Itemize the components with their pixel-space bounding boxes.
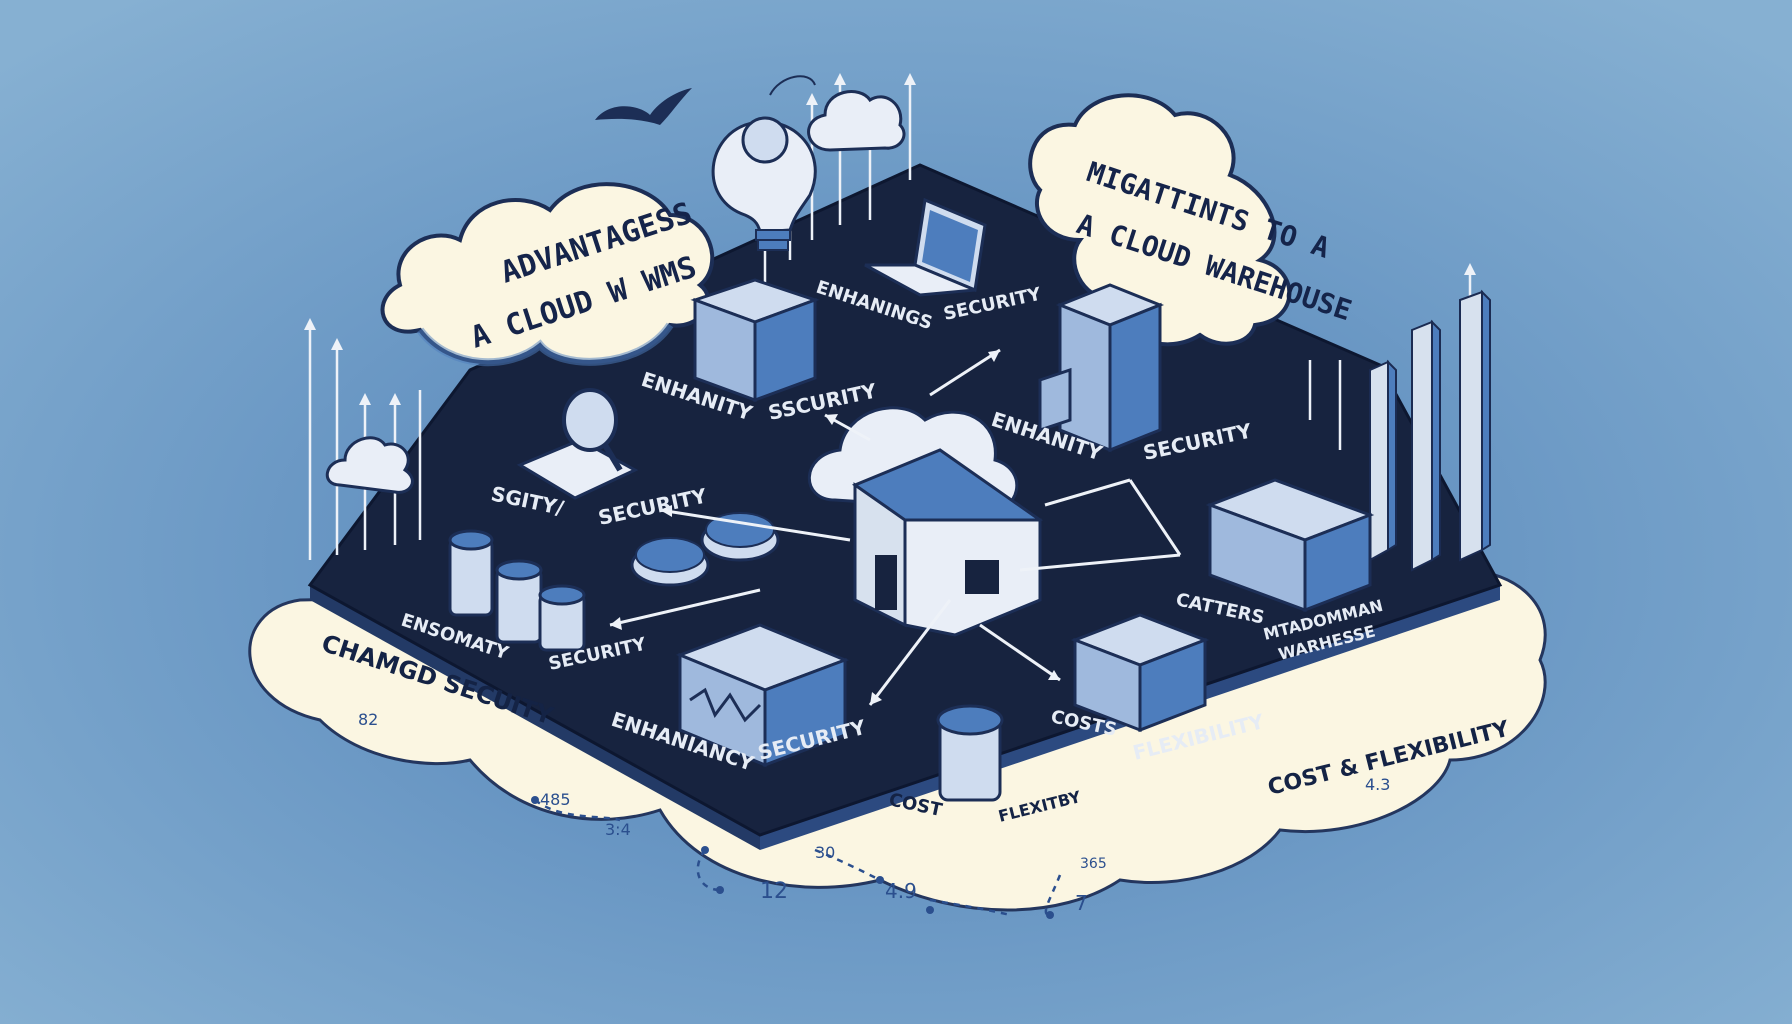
number-49: 4.9 bbox=[885, 879, 917, 903]
lightbulb-icon bbox=[711, 75, 817, 251]
number-43: 4.3 bbox=[1365, 775, 1390, 794]
flow-arrows bbox=[609, 348, 1182, 706]
small-cloud-top bbox=[807, 90, 906, 152]
path-dots bbox=[531, 796, 1054, 919]
title-cloud-right bbox=[1028, 93, 1292, 347]
number-30: 30 bbox=[815, 843, 835, 862]
box-stack-right bbox=[1038, 283, 1165, 453]
coin-stacks-left bbox=[448, 529, 586, 652]
house-icon bbox=[807, 406, 1043, 637]
bar-towers bbox=[1369, 289, 1491, 572]
arrow-heads bbox=[610, 350, 1060, 705]
coin-stack-bottom bbox=[936, 704, 1004, 802]
box-right-mid bbox=[1205, 478, 1375, 613]
small-cloud-left bbox=[325, 436, 414, 494]
title-cloud-left bbox=[380, 182, 715, 367]
box-top-left bbox=[690, 278, 820, 403]
number-82: 82 bbox=[358, 710, 378, 729]
number-12: 12 bbox=[760, 879, 788, 904]
number-485: 485 bbox=[540, 790, 571, 809]
magnifier-icon bbox=[516, 388, 639, 500]
number-365: 365 bbox=[1080, 856, 1107, 872]
number-7: 7 bbox=[1075, 891, 1088, 915]
number-34: 3:4 bbox=[605, 820, 631, 839]
coin-icons bbox=[630, 512, 780, 587]
box-low-right bbox=[1070, 613, 1210, 733]
board-edge-left bbox=[310, 585, 760, 850]
laptop-icon bbox=[864, 197, 987, 297]
box-bottom-center bbox=[675, 623, 850, 768]
bird-icon bbox=[595, 88, 692, 125]
spike-arrowheads bbox=[304, 73, 1476, 405]
dotted-path bbox=[534, 799, 1062, 917]
